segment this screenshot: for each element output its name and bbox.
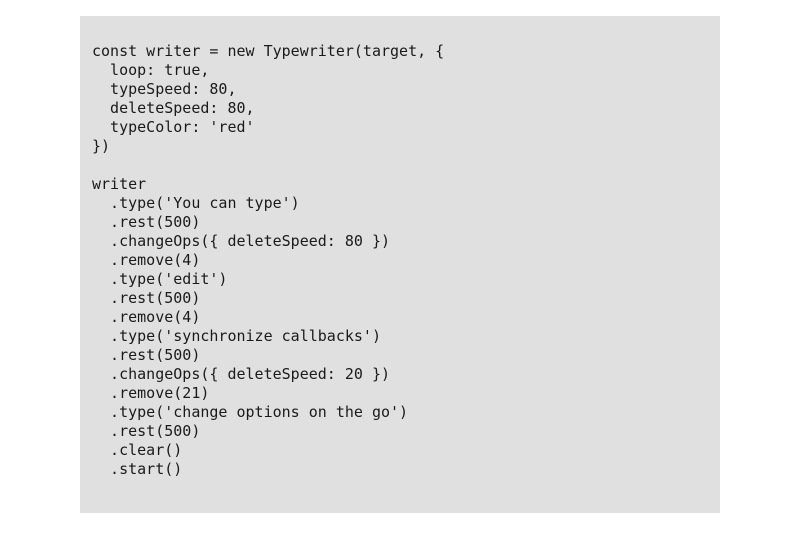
code-line: .rest(500): [92, 346, 201, 364]
code-line: const writer = new Typewriter(target, {: [92, 42, 445, 60]
code-line: .type('synchronize callbacks'): [92, 327, 381, 345]
code-line: .type('change options on the go'): [92, 403, 409, 421]
code-line: deleteSpeed: 80,: [92, 99, 255, 117]
code-line: typeColor: 'red': [92, 118, 255, 136]
code-line: .remove(4): [92, 308, 201, 326]
code-line: .start(): [92, 460, 183, 478]
code-line: writer: [92, 175, 147, 193]
code-line: .clear(): [92, 441, 183, 459]
code-line: .rest(500): [92, 422, 201, 440]
code-line: .type('edit'): [92, 270, 228, 288]
code-line: .rest(500): [92, 213, 201, 231]
code-line: [92, 156, 708, 175]
code-line: }): [92, 137, 111, 155]
code-snippet-panel: const writer = new Typewriter(target, { …: [80, 16, 720, 513]
code-line: .type('You can type'): [92, 194, 300, 212]
code-block: const writer = new Typewriter(target, { …: [92, 42, 708, 479]
code-line: .changeOps({ deleteSpeed: 20 }): [92, 365, 391, 383]
code-line: .remove(4): [92, 251, 201, 269]
code-line: .rest(500): [92, 289, 201, 307]
code-line: .changeOps({ deleteSpeed: 80 }): [92, 232, 391, 250]
code-line: .remove(21): [92, 384, 210, 402]
code-line: loop: true,: [92, 61, 210, 79]
code-line: typeSpeed: 80,: [92, 80, 237, 98]
